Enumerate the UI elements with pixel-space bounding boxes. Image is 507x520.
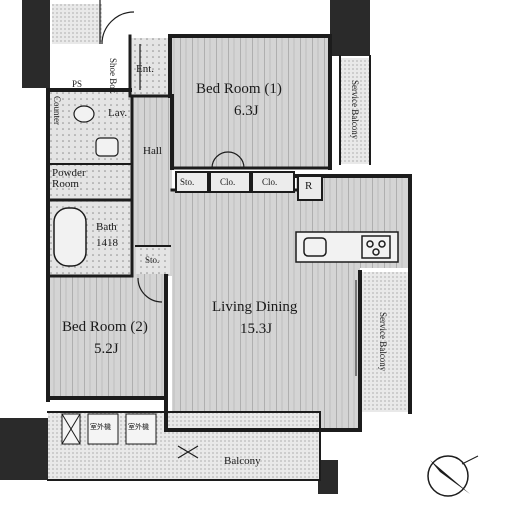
wash-basin	[95, 137, 119, 157]
bath-tub	[53, 207, 87, 267]
lavatory-label: Lav.	[108, 107, 128, 119]
storage-1-label: Sto.	[180, 177, 195, 187]
entrance-doors	[52, 0, 141, 90]
refrigerator-label: R	[305, 180, 313, 192]
ac-units	[61, 413, 157, 445]
service-balcony-right-label: Service Balcony	[378, 312, 388, 372]
column-bottom-left	[0, 418, 48, 480]
bed-room-2-size: 5.2J	[94, 341, 119, 357]
bed-room-2-name: Bed Room (2)	[62, 319, 148, 335]
bed-room-2-floor	[48, 276, 166, 396]
bed-room-1-name: Bed Room (1)	[196, 81, 282, 97]
living-dining-name: Living Dining	[212, 299, 298, 315]
column-top-left	[22, 0, 50, 88]
counter-label: Counter	[52, 96, 62, 125]
closet-1-label: Clo.	[220, 177, 236, 187]
powder-room-floor	[48, 164, 132, 200]
closet-2-label: Clo.	[262, 177, 278, 187]
storage-2-floor	[136, 246, 170, 274]
bath-label: Bath	[96, 221, 117, 233]
entrance-label: Ent.	[136, 63, 155, 75]
column-bottom-right	[318, 460, 338, 494]
storage-2-label: Sto.	[145, 255, 160, 265]
bed-room-1-floor	[172, 38, 328, 168]
toilet	[73, 105, 95, 123]
balcony-label: Balcony	[224, 455, 261, 467]
ac-unit-1-label: 室外機	[90, 423, 111, 431]
shoe-box-label: Shoe Box	[108, 58, 118, 94]
closet-row	[175, 171, 323, 201]
powder-room-label: Powder Room	[52, 167, 86, 190]
kitchen-counter	[295, 231, 399, 263]
ps-label: PS	[72, 79, 83, 89]
bed-room-2-door	[137, 277, 163, 303]
service-balcony-right-floor	[362, 272, 408, 412]
hall-label: Hall	[143, 145, 162, 157]
column-top-right	[330, 0, 370, 56]
ac-unit-2-label: 室外機	[128, 423, 149, 431]
balcony-door-mark	[177, 445, 199, 459]
bed-room-1-doors	[211, 151, 245, 169]
living-dining-size: 15.3J	[240, 321, 273, 337]
compass-icon	[427, 455, 479, 497]
service-balcony-top-label: Service Balcony	[350, 80, 360, 140]
bath-size-label: 1418	[96, 237, 118, 249]
bed-room-1-size: 6.3J	[234, 103, 259, 119]
entrance-floor	[130, 38, 172, 96]
service-balcony-top-floor	[340, 58, 370, 164]
